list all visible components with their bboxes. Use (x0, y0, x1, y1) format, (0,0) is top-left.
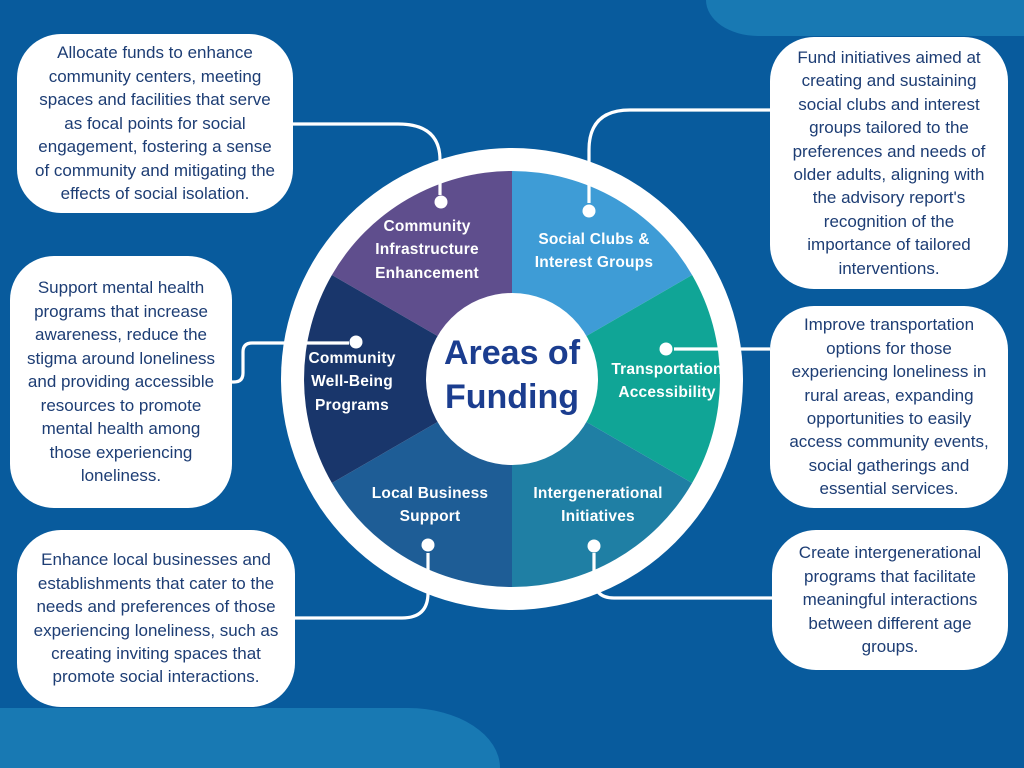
connector-dot-social-clubs (582, 204, 596, 218)
segment-label-intergenerational: Intergenerational Initiatives (533, 485, 663, 526)
connector-dot-community-well-being (349, 335, 363, 349)
connector-social-clubs (587, 108, 770, 203)
callout-text: Fund initiatives aimed at creating and s… (792, 47, 986, 278)
callout-local-business: Enhance local businesses and establishme… (17, 530, 295, 707)
pie-segment-community-well-being-programs (304, 275, 512, 483)
callout-text: Improve transportation options for those… (789, 315, 989, 499)
callout-text: Allocate funds to enhance community cent… (34, 43, 275, 204)
corner-accent-bottom-left (0, 708, 500, 768)
connector-dot-intergenerational (587, 539, 601, 553)
segment-label-transportation: Transportation Accessibility (611, 361, 723, 402)
callout-community-well-being: Support mental health programs that incr… (10, 256, 232, 508)
connector-community-infrastructure (292, 122, 442, 195)
callout-text: Enhance local businesses and establishme… (33, 550, 279, 687)
corner-accent-top-right (706, 0, 1024, 36)
callout-social-clubs: Fund initiatives aimed at creating and s… (770, 37, 1008, 289)
callout-intergenerational: Create intergenerational programs that f… (772, 530, 1008, 670)
connector-dot-local-business (421, 538, 435, 552)
diagram-title: Areas of Funding (443, 334, 581, 416)
callout-transportation: Improve transportation options for those… (770, 306, 1008, 508)
pie-segment-transportation-accessibility (512, 275, 720, 483)
callout-text: Create intergenerational programs that f… (798, 543, 982, 657)
callout-community-infrastructure: Allocate funds to enhance community cent… (17, 34, 293, 213)
connector-local-business (295, 553, 430, 620)
segment-label-community-well-being: Community Well-Being Programs (308, 350, 396, 414)
pie-hub (426, 293, 598, 465)
connector-dot-transportation (659, 342, 673, 356)
segment-label-local-business: Local Business Support (371, 485, 489, 526)
segment-label-community-infrastructure: Community Infrastructure Enhancement (375, 218, 479, 282)
connector-intergenerational (592, 553, 772, 600)
connector-community-well-being (232, 341, 349, 384)
connector-dot-community-infrastructure (434, 195, 448, 209)
segment-label-social-clubs: Social Clubs & Interest Groups (534, 231, 654, 272)
callout-text: Support mental health programs that incr… (26, 278, 216, 486)
